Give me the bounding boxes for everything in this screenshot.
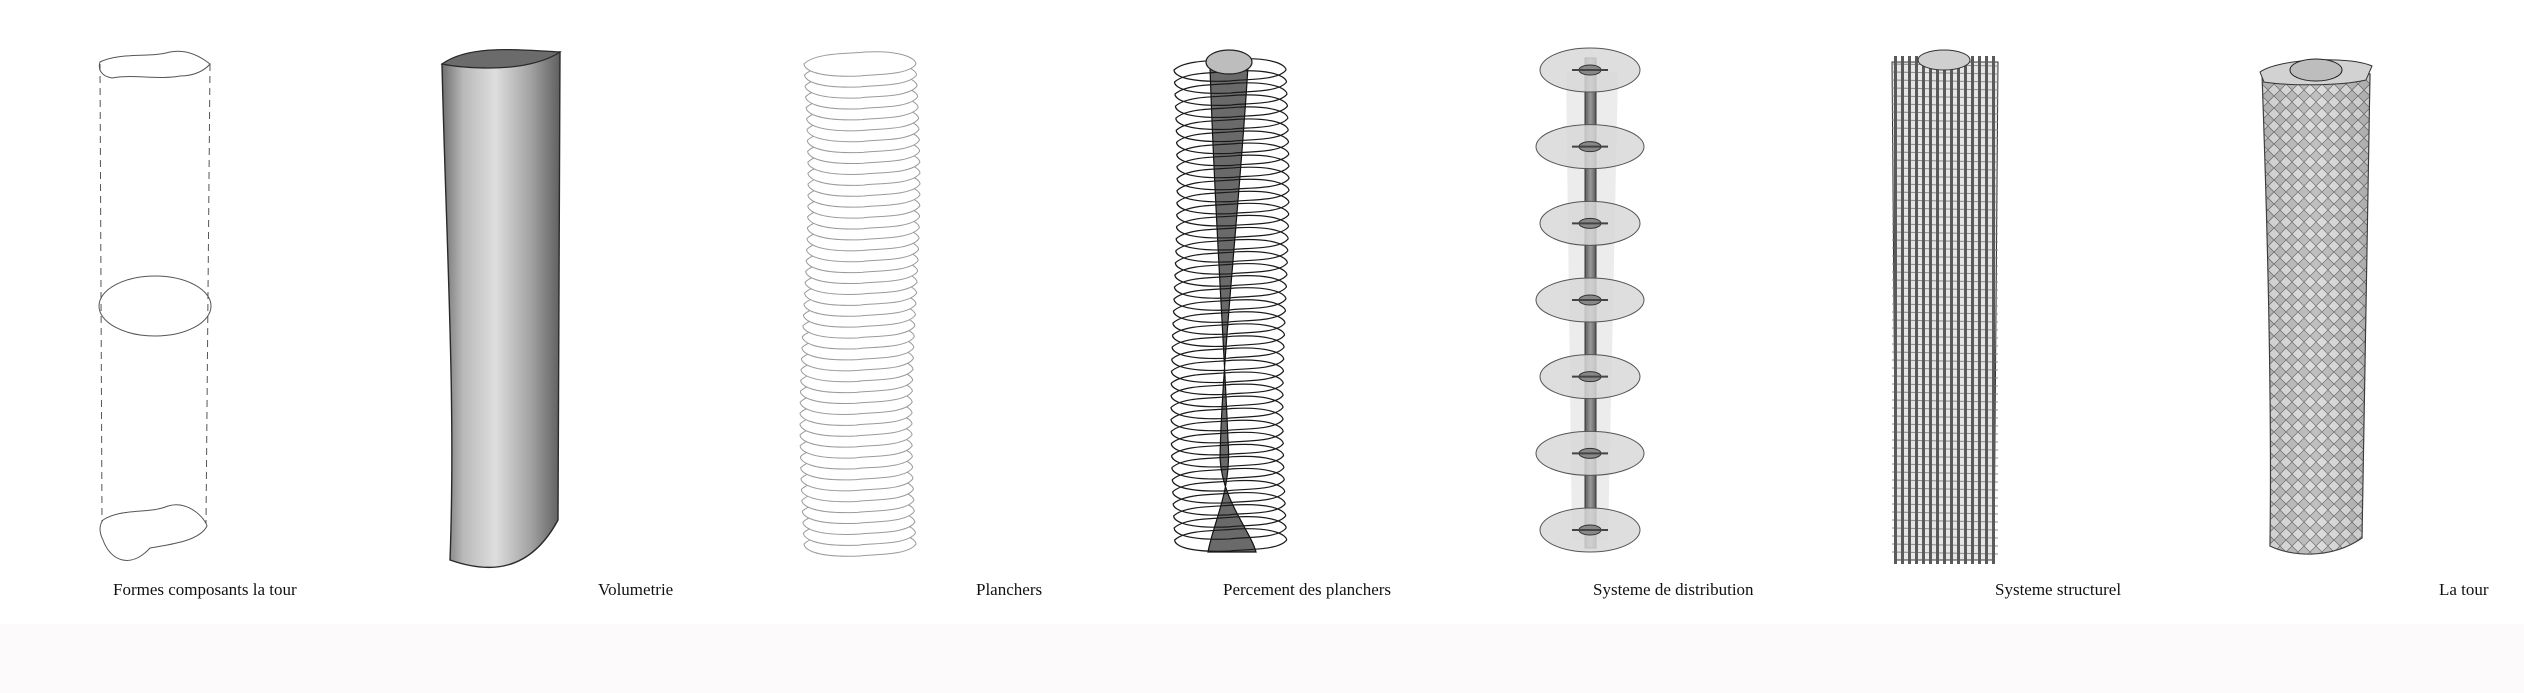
floor-slab [1174,263,1288,287]
floor-slab [1174,250,1288,275]
floor-slab [1175,214,1290,239]
floor-slab [1174,94,1289,119]
floor-slab [1174,528,1288,552]
floor-slab [1170,431,1284,456]
caption-tour: La tour [2439,580,2489,599]
floor-slab [1173,504,1287,528]
structure-column [1985,56,1988,564]
floor-slab [1171,467,1285,492]
structure-column [1901,56,1904,564]
percement-drawing [1170,49,1290,553]
floor-slab [1172,299,1287,323]
structure-column [1971,56,1974,564]
floor-slab [1174,82,1288,106]
structure-column [1922,56,1925,564]
structure-column [1943,56,1946,564]
structure-column [1894,56,1897,564]
caption-percement: Percement des planchers [1223,580,1392,599]
structure-column [1936,56,1939,564]
structurel-drawing [1891,49,1999,564]
floor-slab [1173,516,1287,540]
floor-slab [1176,178,1290,203]
floor-slab [1170,419,1284,444]
floor-slab [1176,202,1290,227]
floor-slab [1175,106,1289,131]
floor-slab [1175,118,1289,143]
floor-slab [1173,287,1287,311]
floor-slab [1175,226,1289,251]
structure-column [1978,56,1981,564]
structure-column [1950,56,1953,564]
caption-planchers: Planchers [976,580,1043,599]
caption-structurel: Systeme structurel [1995,580,2122,599]
footer-band [0,624,2524,693]
floor-slab [1172,491,1286,516]
caption-volumetrie: Volumetrie [598,580,674,599]
caption-distribution: Systeme de distribution [1593,580,1754,599]
floor-slab [803,51,917,77]
floor-slab [1170,371,1284,396]
floor-slab [1176,154,1290,179]
floor-slab [1171,323,1286,348]
floor-slab [1170,395,1284,420]
floor-slab [1175,130,1290,155]
floor-slab [1170,359,1285,384]
formes-drawing [98,50,212,561]
structure-column [1929,56,1932,564]
floor-slab [1176,142,1290,167]
structure-column [1964,56,1967,564]
floor-slab [1170,443,1285,468]
floor-slab [1171,455,1285,480]
caption-formes: Formes composants la tour [113,580,297,599]
floor-slab [1172,479,1286,504]
planchers-drawing [799,51,921,557]
diagram-canvas: Formes composants la tour Volumetrie Pla… [98,47,2489,599]
floor-slab [1172,311,1286,335]
floor-slab [1171,347,1285,372]
floor-slab [1175,238,1289,263]
floor-slab [1171,335,1285,360]
structure-column [1908,56,1911,564]
structure-column [1957,56,1960,564]
floor-slab [1170,383,1284,408]
floor-slab [1173,275,1288,299]
floor-slab [1176,190,1290,215]
structure-column [1915,56,1918,564]
volumetrie-drawing [440,48,562,569]
floor-slab [1176,166,1290,191]
structure-column [1992,56,1995,564]
floor-slab [1170,407,1284,432]
distribution-drawing [1535,47,1645,553]
structure-core-top [1917,49,1971,71]
tour-drawing [2259,58,2373,555]
